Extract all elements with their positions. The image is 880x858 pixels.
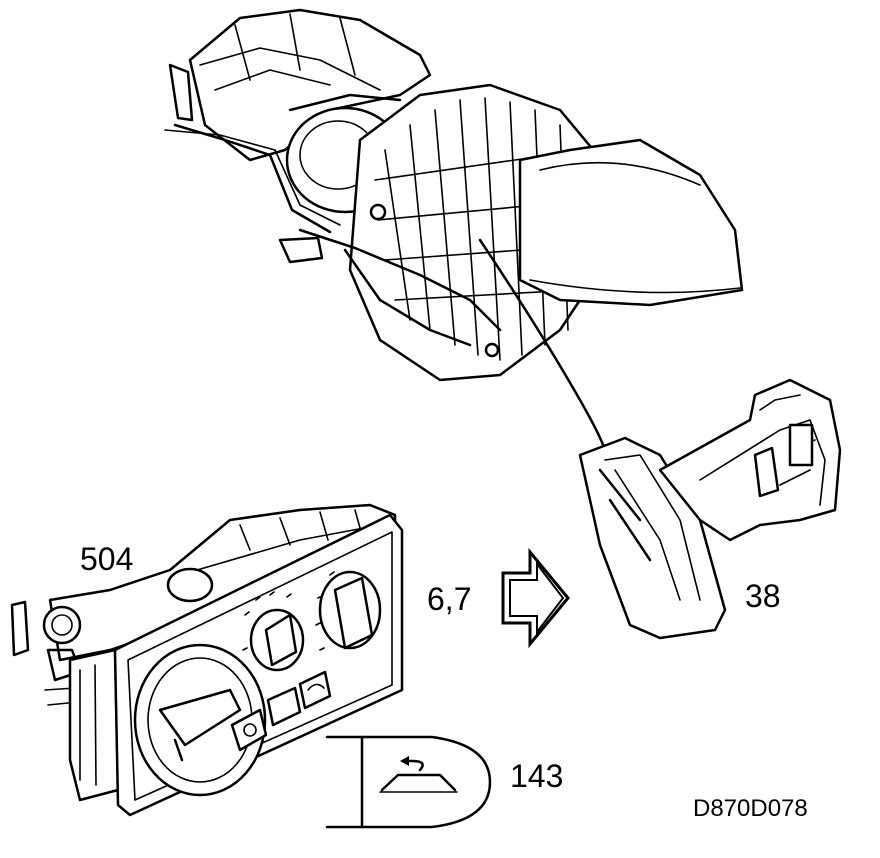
hollow-right-arrow-icon	[501, 547, 570, 649]
recirculation-icon	[379, 756, 458, 793]
blower-resistor-38	[578, 378, 842, 640]
blower-fan-assembly	[164, 8, 744, 452]
climate-control-panel-504	[10, 503, 404, 817]
drawing-id: D870D078	[693, 795, 808, 822]
windshield-defrost-button[interactable]	[298, 670, 332, 710]
part-number-38: 38	[745, 578, 781, 614]
recirculation-button[interactable]	[230, 708, 268, 752]
part-number-504: 504	[80, 541, 134, 577]
recirculation-button-detail-143	[325, 735, 492, 829]
rear-defrost-button[interactable]	[266, 686, 302, 727]
part-number-143: 143	[510, 758, 564, 794]
step-reference-label: 6,7	[427, 581, 472, 617]
